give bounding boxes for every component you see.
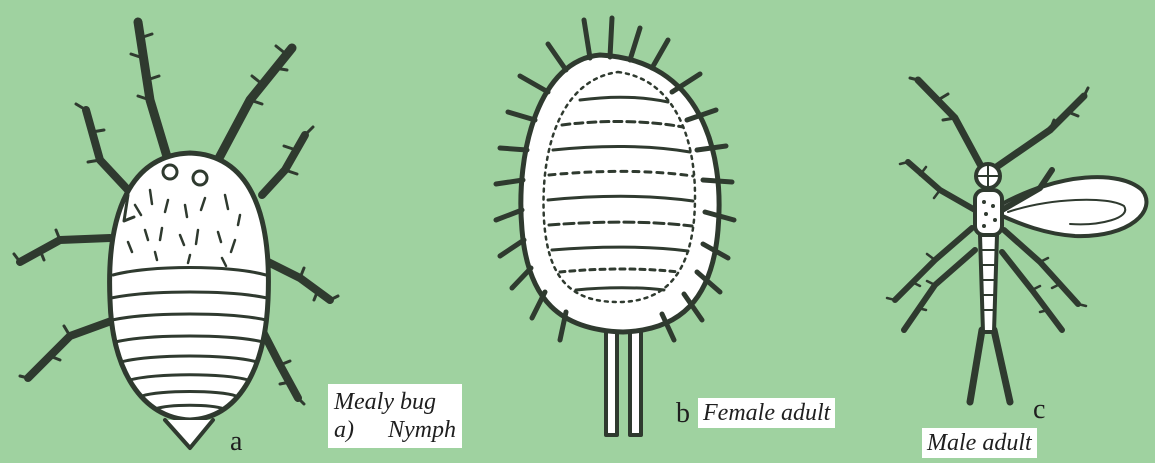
- nymph-caption-title: Mealy bug: [334, 388, 456, 416]
- male-stylets: [970, 330, 1010, 402]
- nymph-antennae: [138, 22, 292, 160]
- female-adult-caption: Female adult: [698, 398, 835, 428]
- panel-letter-c: c: [1033, 396, 1045, 424]
- female-adult-illustration: [496, 18, 734, 435]
- male-antennae: [918, 80, 1084, 168]
- nymph-illustration: [14, 22, 338, 448]
- panel-letter-a: a: [230, 428, 242, 456]
- male-adult-illustration: [887, 78, 1146, 402]
- female-inner-body: [544, 72, 696, 302]
- nymph-tail: [165, 420, 213, 448]
- nymph-antennae-hairs: [131, 34, 287, 104]
- nymph-caption-subtitle: a) Nymph: [334, 416, 456, 444]
- male-adult-caption: Male adult: [922, 428, 1037, 458]
- nymph-caption: Mealy bug a) Nymph: [328, 384, 462, 448]
- panel-letter-b: b: [676, 400, 690, 428]
- male-thorax: [975, 190, 1002, 235]
